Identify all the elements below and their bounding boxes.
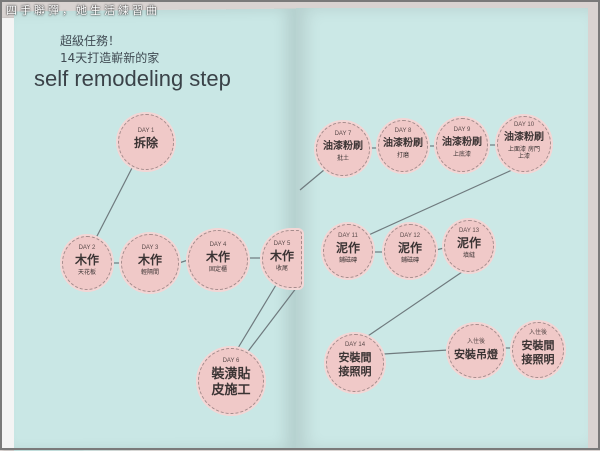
step-day-label: DAY 8 xyxy=(394,127,412,134)
step-title: 油漆粉刷 xyxy=(323,140,363,152)
step-title: 油漆粉刷 xyxy=(383,137,423,149)
step-day-label: DAY 10 xyxy=(513,122,535,128)
step-title: 油漆粉刷 xyxy=(442,136,482,148)
heading-title: self remodeling step xyxy=(34,66,231,91)
step-day-label: DAY 11 xyxy=(338,232,358,239)
step-subtitle: 收尾 xyxy=(275,264,288,272)
step-day-10: DAY 10 油漆粉刷 上面漆 房門上漆 xyxy=(497,116,551,172)
step-title: 木作 xyxy=(74,252,99,267)
step-day-5: DAY 5 木作 收尾 xyxy=(262,230,302,288)
step-title: 木作 xyxy=(137,252,162,267)
step-subtitle: 輕隔間 xyxy=(140,268,159,276)
step-day-label: DAY 4 xyxy=(209,241,227,248)
step-day-12: DAY 12 泥作 鋪磁磚 xyxy=(384,224,436,278)
step-day-label: DAY 13 xyxy=(458,227,480,234)
step-day-4: DAY 4 木作 固定櫃 xyxy=(188,230,248,290)
step-subtitle: 填縫 xyxy=(462,251,475,259)
step-day-9: DAY 9 油漆粉刷 上底漆 xyxy=(436,118,488,172)
step-day-11: DAY 11 泥作 鋪磁磚 xyxy=(323,224,373,278)
step-day-6: DAY 6 裝潢貼皮施工 xyxy=(198,348,264,414)
step-day-label: DAY 3 xyxy=(141,244,159,251)
step-day-7: DAY 7 油漆粉刷 批土 xyxy=(316,122,370,176)
step-day-label: DAY 12 xyxy=(399,232,421,239)
link-day3-day4 xyxy=(178,259,189,264)
step-after-move-in-2: 入住後 安裝間接照明 xyxy=(512,322,564,378)
step-day-2: DAY 2 木作 天花板 xyxy=(62,236,112,290)
link-day10-day11 xyxy=(361,169,513,239)
step-day-label: DAY 5 xyxy=(273,240,291,247)
step-subtitle: 上面漆 房門上漆 xyxy=(508,146,540,160)
step-day-1: DAY 1 拆除 xyxy=(118,114,174,170)
step-day-label: DAY 9 xyxy=(453,126,471,133)
step-day-14: DAY 14 安裝間接照明 xyxy=(326,334,384,392)
step-title: 裝潢貼皮施工 xyxy=(211,366,251,398)
link-day13-day14 xyxy=(361,271,463,341)
link-day5-day6 xyxy=(237,284,277,349)
step-subtitle: 鋪磁磚 xyxy=(338,256,357,264)
step-title: 木作 xyxy=(205,249,230,264)
step-day-label: DAY 1 xyxy=(137,128,155,134)
link-day6-day7 xyxy=(245,282,301,355)
step-title: 拆除 xyxy=(133,136,158,150)
link-day14-after1 xyxy=(383,349,449,355)
step-title: 油漆粉刷 xyxy=(504,132,544,143)
watermark-text: 四手聯彈，她生活練習曲 xyxy=(6,4,160,17)
step-title: 安裝間接照明 xyxy=(521,339,555,366)
step-day-8: DAY 8 油漆粉刷 打磨 xyxy=(378,120,428,172)
step-subtitle: 固定櫃 xyxy=(208,265,227,273)
step-day-label: DAY 6 xyxy=(222,357,240,364)
step-day-13: DAY 13 泥作 填縫 xyxy=(444,220,494,272)
link-day1-day2 xyxy=(95,167,133,239)
step-day-label: 入住後 xyxy=(528,330,547,336)
step-subtitle: 上底漆 xyxy=(452,150,471,158)
step-subtitle: 批土 xyxy=(336,154,349,162)
step-title: 安裝間接照明 xyxy=(338,350,372,378)
step-subtitle: 天花板 xyxy=(77,268,96,276)
step-subtitle: 鋪磁磚 xyxy=(400,256,419,264)
link-day12-day13 xyxy=(435,247,445,251)
step-day-label: DAY 2 xyxy=(78,244,96,251)
step-title: 泥作 xyxy=(456,235,481,250)
step-title: 木作 xyxy=(269,248,294,263)
step-title: 安裝吊燈 xyxy=(454,347,498,361)
step-day-label: DAY 7 xyxy=(334,130,352,137)
step-after-move-in-1: 入住後 安裝吊燈 xyxy=(448,324,504,378)
heading-line-2: 14天打造嶄新的家 xyxy=(60,51,160,65)
step-subtitle: 打磨 xyxy=(396,151,409,159)
step-day-3: DAY 3 木作 輕隔間 xyxy=(121,234,179,292)
step-title: 泥作 xyxy=(335,240,360,255)
heading-line-1: 超級任務！ xyxy=(60,34,121,48)
step-day-label: 入住後 xyxy=(466,338,485,345)
step-title: 泥作 xyxy=(397,240,422,255)
step-day-label: DAY 14 xyxy=(344,341,366,348)
